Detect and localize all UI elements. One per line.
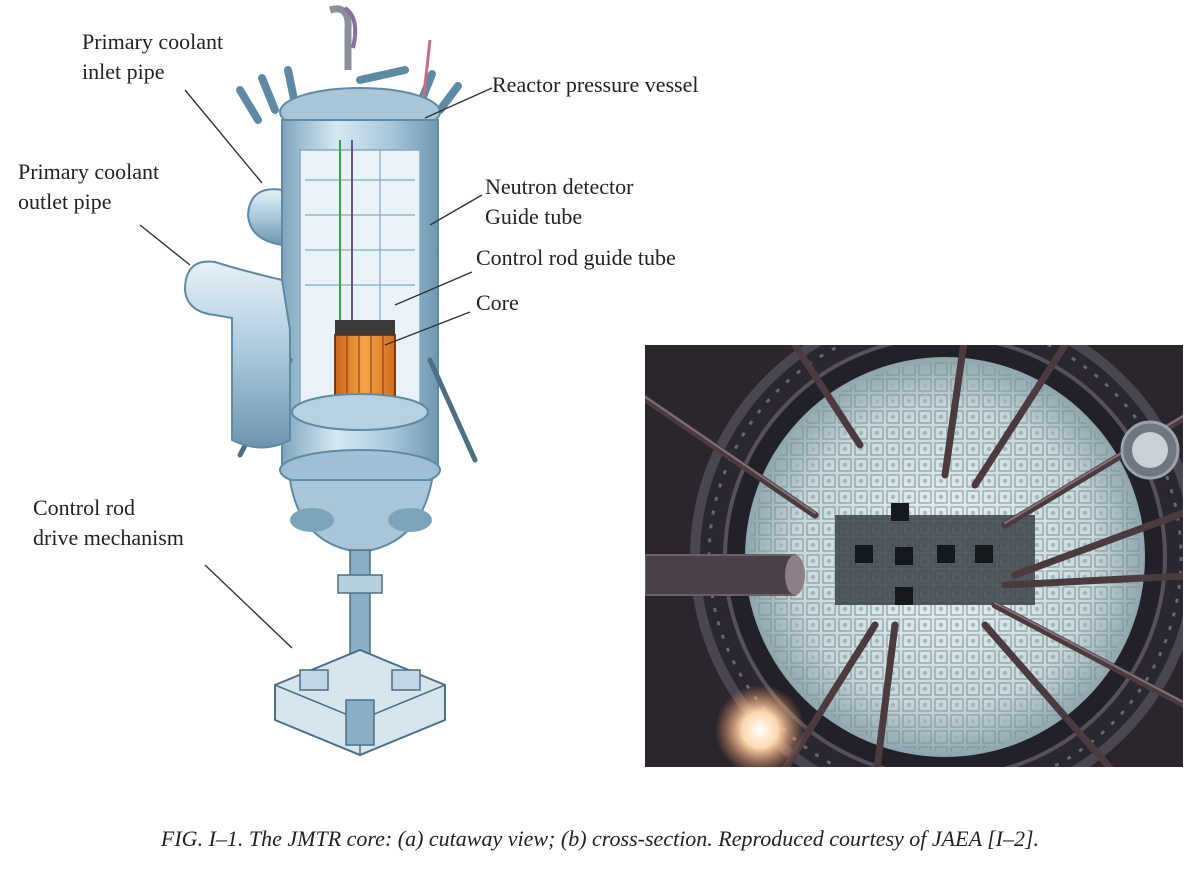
- label-crdm: Control rod drive mechanism: [33, 495, 184, 550]
- figure-caption: FIG. I–1. The JMTR core: (a) cutaway vie…: [160, 826, 1040, 851]
- cross-section-photo: [645, 345, 1183, 767]
- label-primary-inlet: Primary coolant inlet pipe: [82, 29, 224, 84]
- label-neutron-detector: Neutron detector Guide tube: [485, 174, 634, 229]
- cutaway-illustration: [139, 5, 493, 757]
- leader-lines: [139, 87, 493, 649]
- label-primary-outlet: Primary coolant outlet pipe: [18, 159, 160, 214]
- label-control-rod-guide-tube: Control rod guide tube: [476, 245, 676, 270]
- label-reactor-pressure-vessel: Reactor pressure vessel: [492, 72, 699, 97]
- label-core: Core: [476, 290, 519, 315]
